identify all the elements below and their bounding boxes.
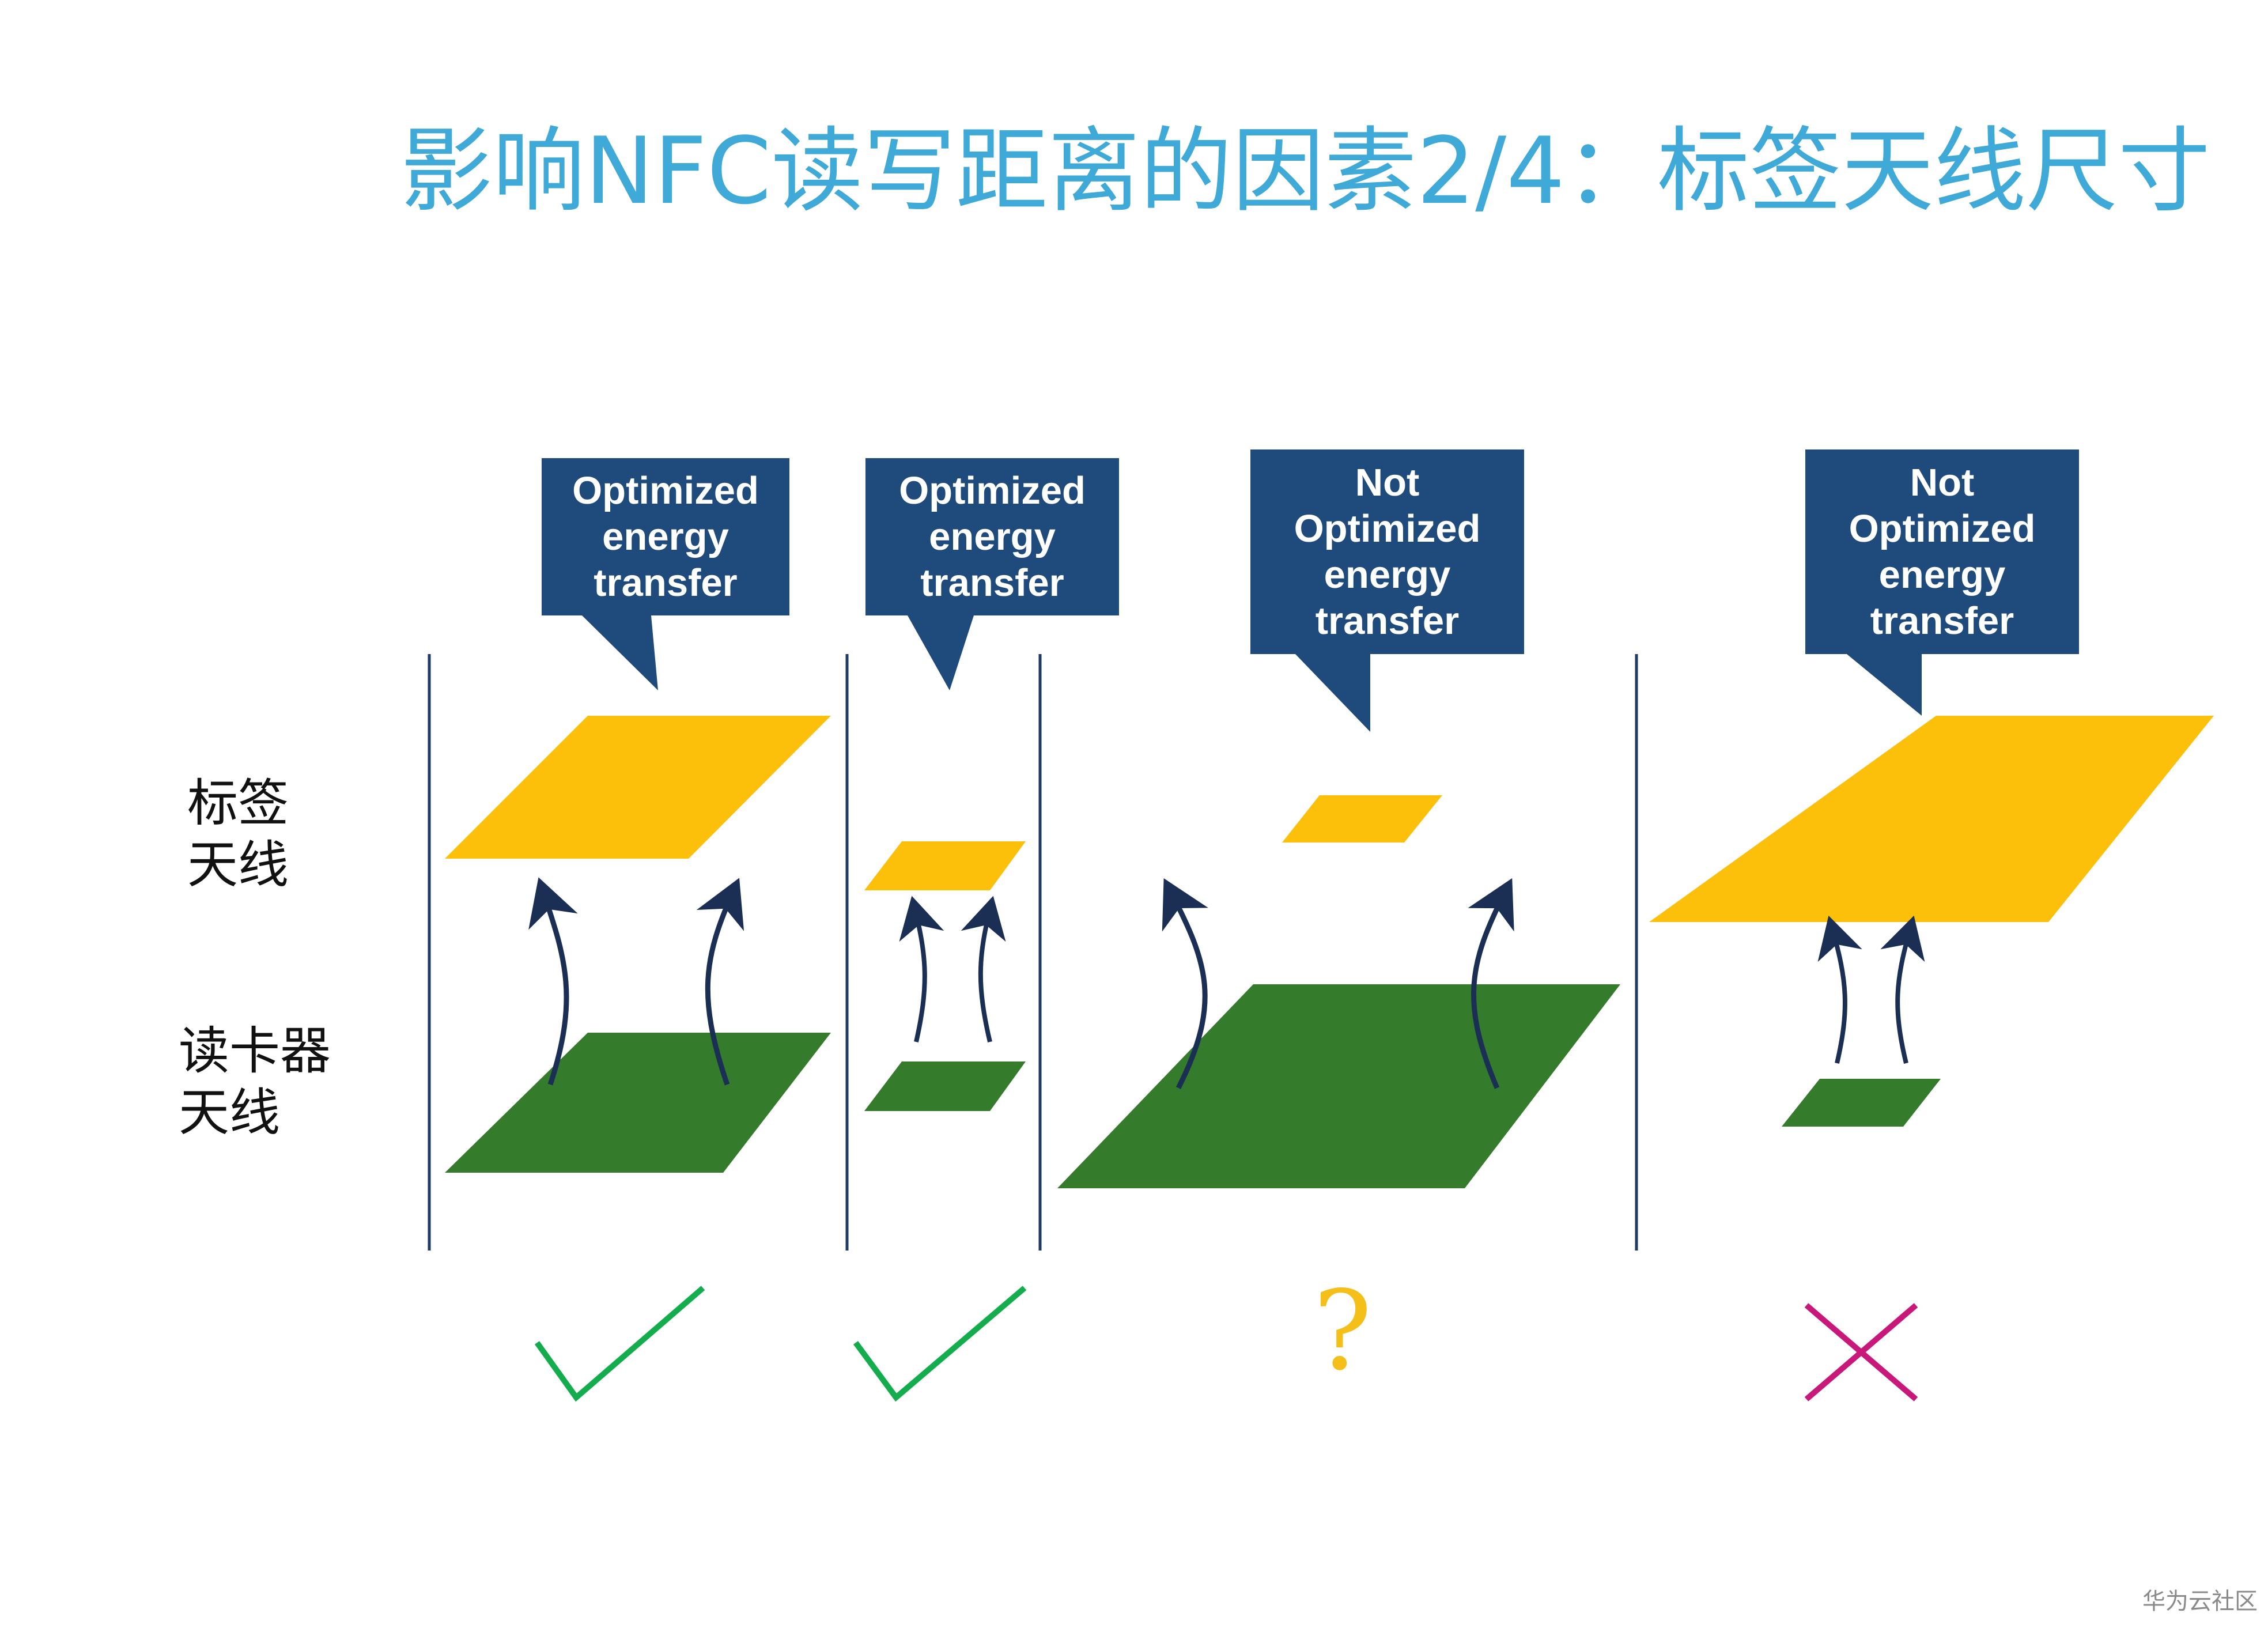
callout-box — [1250, 449, 1524, 732]
callout-line: energy — [602, 515, 729, 558]
tag-antenna — [1649, 716, 2214, 922]
tag-antenna-label-line-2: 天线 — [187, 835, 289, 895]
field-arrow-icon — [1468, 878, 1514, 1089]
scenario-3 — [1057, 449, 1620, 1188]
cross-icon — [1804, 1303, 1918, 1401]
field-arrow-icon — [1880, 915, 1925, 1064]
callout-line: energy — [929, 515, 1056, 558]
callout-box — [1805, 449, 2079, 716]
field-arrow-icon — [899, 896, 944, 1042]
tag-antenna-label: 标签 天线 — [187, 772, 360, 896]
question-icon: ? — [1313, 1267, 1372, 1395]
callout-line: Optimized — [1849, 507, 2036, 550]
reader-antenna-label-line-1: 读卡器 — [179, 1021, 331, 1081]
callout-text-1: Optimized energy transfer — [542, 458, 789, 615]
field-arrow-icon — [696, 878, 744, 1086]
scenario-1 — [445, 458, 831, 1402]
callout-text-2: Optimized energy transfer — [865, 458, 1119, 615]
watermark: 华为云社区 — [2142, 1588, 2258, 1615]
field-arrow-icon — [961, 896, 1006, 1042]
callout-line: Optimized — [1294, 507, 1481, 550]
callout-text-4: Not Optimized energy transfer — [1805, 449, 2079, 654]
callout-line: energy — [1324, 553, 1451, 596]
scenario-2 — [853, 458, 1119, 1402]
callout-line: Optimized — [572, 469, 759, 512]
reader-antenna — [864, 1061, 1026, 1111]
scenario-4 — [1649, 449, 2214, 1401]
tag-antenna — [864, 841, 1026, 890]
page-title: 影响NFC读写距离的因素2/4：标签天线尺寸 — [400, 117, 2210, 225]
callout-line: transfer — [594, 561, 738, 605]
callout-line: transfer — [920, 561, 1064, 605]
reader-antenna — [1057, 984, 1620, 1188]
callout-box — [865, 458, 1119, 690]
callout-line: energy — [1878, 553, 2006, 596]
field-arrow-icon — [1162, 878, 1208, 1090]
callout-line: transfer — [1870, 599, 2014, 643]
check-icon — [534, 1286, 705, 1402]
callout-line: Not — [1910, 460, 1975, 504]
callout-text-3: Not Optimized energy transfer — [1250, 449, 1524, 654]
check-icon — [853, 1286, 1027, 1402]
reader-antenna — [445, 1033, 831, 1173]
reader-antenna — [1782, 1079, 1941, 1127]
field-arrow-icon — [1817, 915, 1862, 1064]
field-arrow-icon — [528, 877, 578, 1086]
reader-antenna-label: 读卡器 天线 — [179, 1020, 351, 1144]
reader-antenna-label-line-2: 天线 — [179, 1083, 281, 1143]
tag-antenna-label-line-1: 标签 — [187, 773, 289, 833]
tag-antenna — [445, 716, 831, 859]
callout-line: Optimized — [899, 469, 1086, 512]
callout-line: transfer — [1315, 599, 1460, 643]
callout-box — [542, 458, 789, 690]
tag-antenna — [1282, 795, 1442, 843]
callout-line: Not — [1355, 460, 1420, 504]
